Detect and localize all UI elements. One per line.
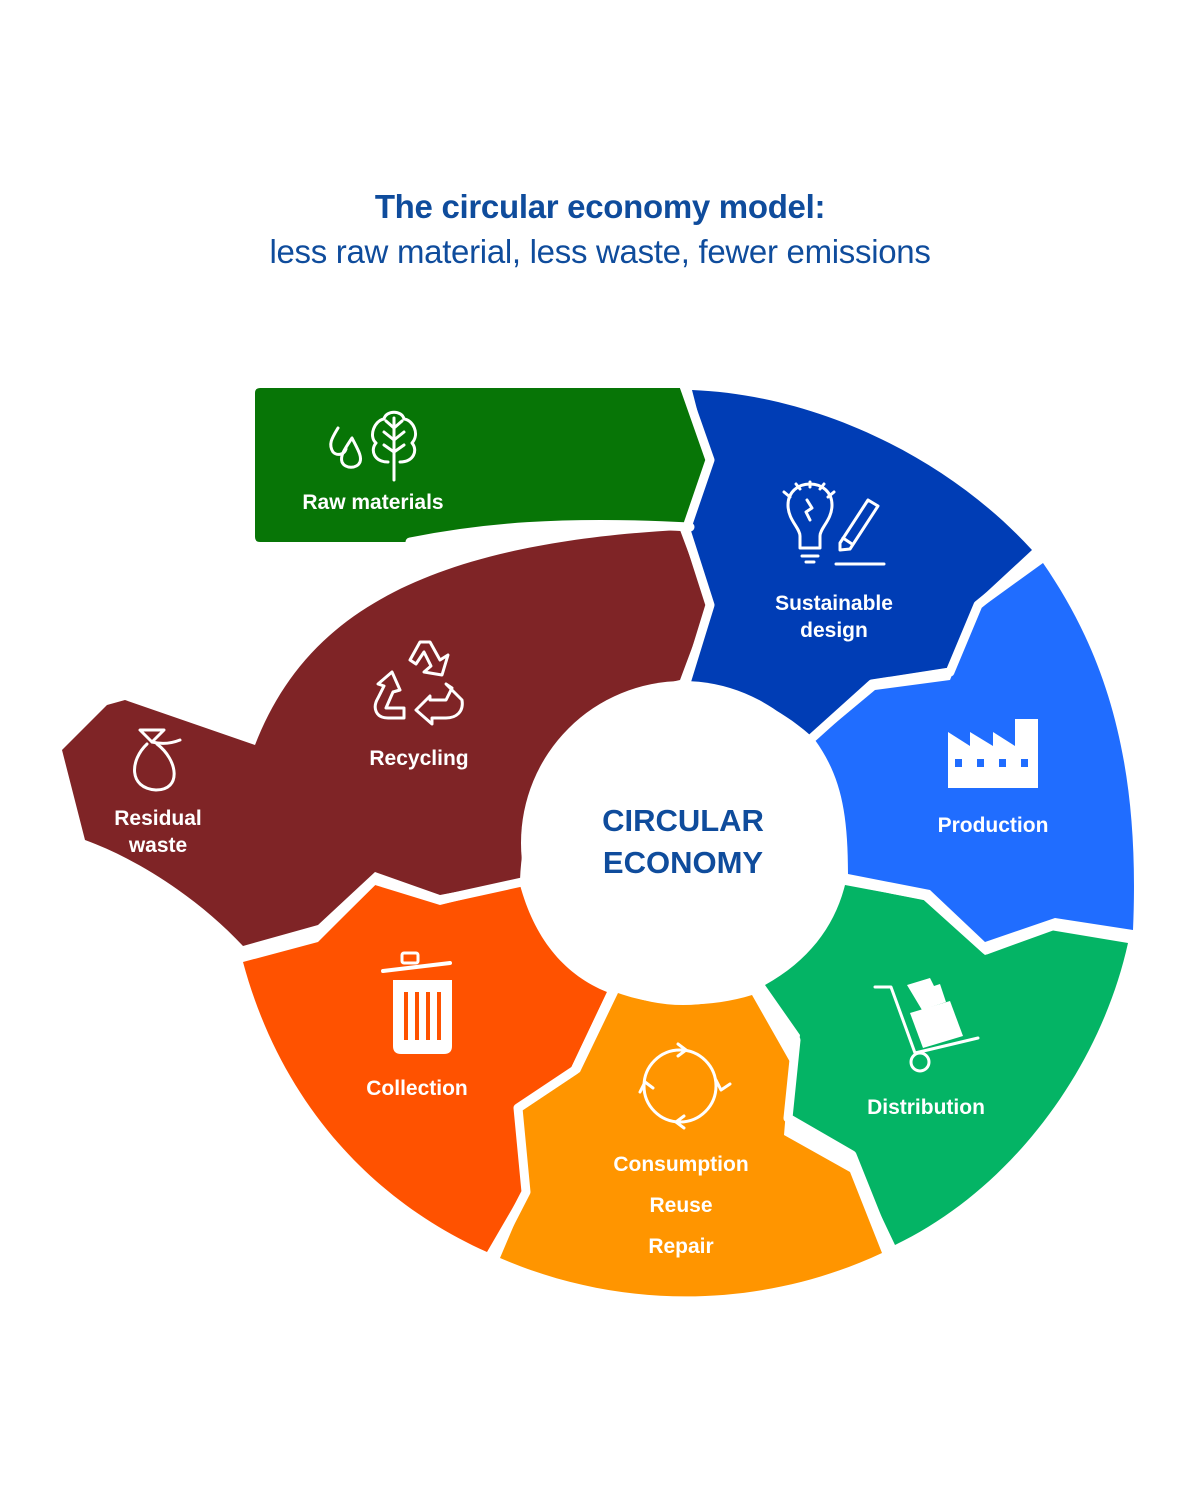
segment-recycling bbox=[62, 530, 708, 946]
recycle-icon bbox=[373, 640, 464, 726]
segment-collection bbox=[243, 885, 607, 1252]
label-distribution: Distribution bbox=[867, 1096, 985, 1119]
label-consumption-line3: Repair bbox=[648, 1235, 714, 1258]
label-consumption-line1: Consumption bbox=[613, 1153, 749, 1176]
diagram-subtitle: less raw material, less waste, fewer emi… bbox=[269, 233, 931, 270]
label-production: Production bbox=[937, 814, 1049, 837]
lightbulb-and-pencil-icon bbox=[782, 480, 886, 566]
label-sustainable-design-line2: design bbox=[800, 619, 868, 642]
label-residual-waste: Residual waste bbox=[114, 805, 202, 859]
factory-icon bbox=[948, 719, 1038, 788]
trash-bin-icon bbox=[381, 951, 452, 1054]
label-consumption: Consumption Reuse Repair bbox=[613, 1144, 748, 1267]
cycle-arrows-icon bbox=[638, 1042, 732, 1130]
label-collection: Collection bbox=[366, 1077, 468, 1100]
water-drops-and-tree-icon bbox=[329, 410, 417, 482]
center-label-line1: CIRCULAR bbox=[602, 803, 764, 838]
center-label: CIRCULAR ECONOMY bbox=[602, 800, 764, 884]
label-consumption-line2: Reuse bbox=[649, 1194, 713, 1217]
segment-consumption bbox=[500, 993, 882, 1297]
diagram-title: The circular economy model: bbox=[374, 188, 826, 225]
label-sustainable-design-line1: Sustainable bbox=[775, 592, 893, 615]
center-label-line2: ECONOMY bbox=[602, 845, 764, 880]
hand-truck-boxes-icon bbox=[873, 985, 980, 1073]
label-recycling: Recycling bbox=[369, 747, 469, 770]
garbage-bag-icon bbox=[133, 728, 182, 792]
label-residual-waste-line2: waste bbox=[128, 834, 188, 857]
label-residual-waste-line1: Residual bbox=[114, 807, 202, 830]
label-raw-materials: Raw materials bbox=[302, 491, 444, 514]
segment-raw-materials bbox=[255, 388, 708, 542]
label-sustainable-design: Sustainable design bbox=[775, 590, 893, 644]
